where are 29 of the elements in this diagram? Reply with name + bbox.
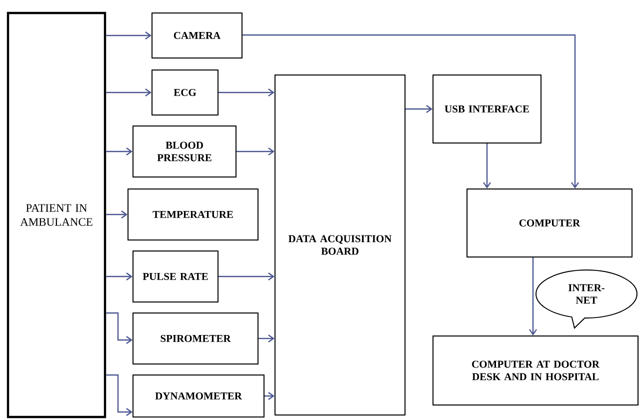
acquisition-board-box: DATA ACQUISITION BOARD — [274, 74, 406, 416]
arrow — [106, 272, 132, 280]
computer-box: COMPUTER AT DOCTOR DESK AND IN HOSPITAL — [432, 335, 638, 406]
arrow — [406, 105, 432, 113]
computer-box: COMPUTER — [466, 188, 632, 258]
arrow — [106, 210, 128, 218]
arrow — [106, 32, 152, 40]
sensor-box: PULSE RATE — [132, 250, 218, 302]
arrow — [106, 88, 152, 96]
arrow — [529, 257, 537, 336]
arrow — [483, 144, 491, 188]
sensor-box: SPIROMETER — [132, 312, 258, 364]
patient-box: PATIENT IN AMBULANCE — [6, 12, 106, 418]
arrow — [106, 148, 132, 156]
sensor-box: CAMERA — [152, 12, 242, 58]
sensor-box: BLOOD PRESSURE — [132, 125, 236, 178]
arrow — [242, 34, 579, 188]
sensor-box: DYNAMOMETER — [132, 374, 264, 418]
arrow — [218, 88, 274, 96]
arrow — [264, 392, 274, 400]
arrow — [236, 148, 274, 156]
arrow — [258, 334, 274, 342]
arrow — [218, 272, 274, 280]
speech-bubble: INTER-NET — [536, 269, 638, 328]
arrow — [106, 312, 132, 344]
interface-box: USB INTERFACE — [432, 74, 542, 144]
arrow — [106, 374, 132, 416]
sensor-box: TEMPERATURE — [128, 188, 258, 240]
sensor-box: ECG — [152, 70, 218, 116]
